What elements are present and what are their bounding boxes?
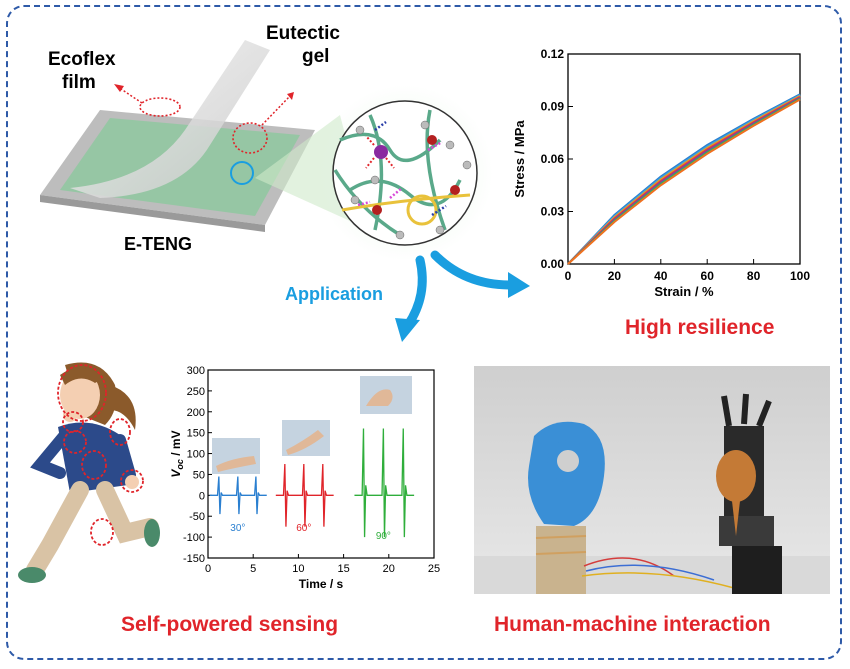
application-arrows xyxy=(395,250,530,342)
y-tick-label: -100 xyxy=(183,532,205,544)
angle-annotation: 30° xyxy=(230,523,245,534)
ecoflex-film xyxy=(70,40,270,198)
yellow-chains xyxy=(341,193,471,226)
voltage-chart: 0 5 10 15 20 25 -150 -100 -50 0 50 100 150 200 250 300T… xyxy=(169,365,440,591)
face xyxy=(60,371,100,419)
angle-annotation: 90° xyxy=(376,531,391,542)
polymer-network xyxy=(333,109,462,237)
x-tick-label: 15 xyxy=(337,563,349,575)
film-marker xyxy=(139,97,181,117)
x-tick-label: 0 xyxy=(565,269,572,283)
down-arrow xyxy=(395,318,420,342)
y-tick-label: 0.06 xyxy=(541,152,565,166)
y-tick-label: 0.00 xyxy=(541,257,565,271)
high-resilience-label: High resilience xyxy=(625,316,775,339)
y-tick-label: -50 xyxy=(189,511,205,523)
voltage-trace xyxy=(275,463,334,527)
ponytail xyxy=(110,385,136,430)
jacket xyxy=(58,422,128,493)
stress-curve xyxy=(567,97,801,265)
robot-hand xyxy=(716,393,782,594)
y-axis-label: Voc / mV xyxy=(169,430,185,477)
x-tick-label: 20 xyxy=(383,563,395,575)
stress-curve xyxy=(567,96,801,265)
held-object xyxy=(716,450,756,502)
x-tick-label: 20 xyxy=(608,269,622,283)
x-tick-label: 60 xyxy=(701,269,715,283)
application-label: Application xyxy=(285,284,383,304)
zoom-origin-marker xyxy=(230,161,254,185)
eteng-illustration xyxy=(40,40,493,261)
right-arrow xyxy=(508,272,530,298)
film-arrow xyxy=(114,84,124,92)
x-tick-label: 100 xyxy=(790,269,810,283)
y-tick-label: 0.09 xyxy=(541,100,565,114)
finger-photo-30 xyxy=(212,438,260,474)
y-tick-label: 50 xyxy=(193,469,205,481)
x-tick-label: 80 xyxy=(747,269,761,283)
x-tick-label: 5 xyxy=(250,563,256,575)
finger-photo-60 xyxy=(282,420,330,456)
gel-marker xyxy=(232,122,268,154)
y-tick-label: 200 xyxy=(187,407,205,419)
angle-annotation: 60° xyxy=(296,523,311,534)
x-tick-label: 25 xyxy=(428,563,440,575)
y-tick-label: 250 xyxy=(187,386,205,398)
x-tick-label: 10 xyxy=(292,563,304,575)
finger-photo-90 xyxy=(360,376,412,414)
stress-curve xyxy=(567,98,801,265)
y-tick-label: 0 xyxy=(199,490,205,502)
stress-curve xyxy=(567,94,801,265)
y-tick-label: 100 xyxy=(187,449,205,461)
y-tick-label: 300 xyxy=(187,365,205,377)
x-axis-label: Strain / % xyxy=(654,284,714,299)
x-tick-label: 0 xyxy=(205,563,211,575)
metal-ion xyxy=(374,145,388,159)
x-tick-label: 40 xyxy=(654,269,668,283)
stress-curve xyxy=(567,95,801,265)
y-tick-label: -150 xyxy=(183,553,205,565)
hmi-label: Human-machine interaction xyxy=(494,613,771,636)
dashed-frame xyxy=(6,5,842,660)
hmi-photo xyxy=(474,366,830,594)
y-tick-label: 150 xyxy=(187,428,205,440)
voltage-trace xyxy=(209,476,267,515)
y-axis-label: Stress / MPa xyxy=(512,120,527,198)
y-tick-label: 0.03 xyxy=(541,205,565,219)
eteng-label: E-TENG xyxy=(124,234,193,254)
self-powered-label: Self-powered sensing xyxy=(121,613,339,636)
sensor-markers xyxy=(57,364,144,546)
front-leg xyxy=(96,481,159,544)
voltage-trace xyxy=(354,428,415,538)
back-leg xyxy=(26,481,89,579)
x-axis-label: Time / s xyxy=(299,577,344,591)
gel-arrow xyxy=(287,92,294,100)
runner-illustration xyxy=(18,362,160,583)
stress-curve xyxy=(567,95,801,265)
gel-network-circle xyxy=(332,100,478,246)
plot-frame xyxy=(207,369,435,559)
y-tick-label: 0.12 xyxy=(541,47,565,61)
